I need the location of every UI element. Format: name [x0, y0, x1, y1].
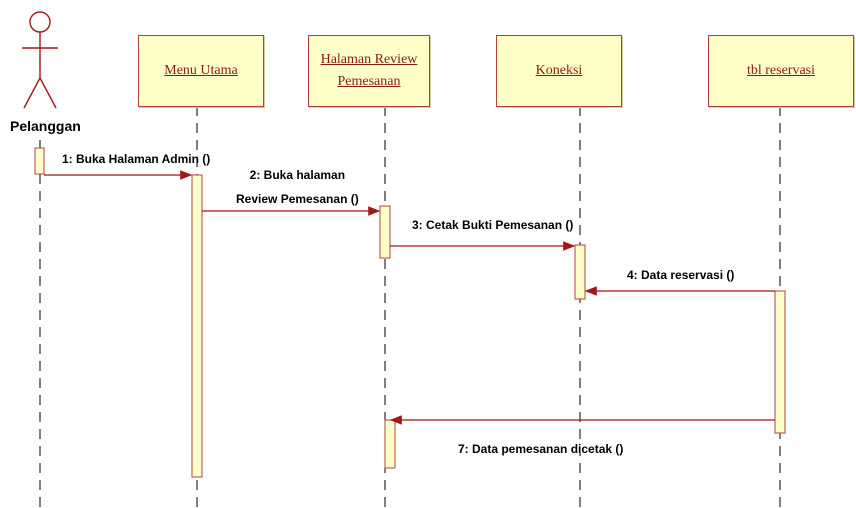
- lifeline-box-koneksi: Koneksi: [496, 35, 622, 107]
- activation-review-1: [379, 205, 391, 259]
- message-label-7: 7: Data pemesanan dicetak (): [458, 442, 624, 456]
- activation-koneksi: [574, 244, 586, 300]
- lifeline-box-halaman-review: Halaman Review Pemesanan: [308, 35, 430, 107]
- lifeline-label-halaman-review-line1: Halaman Review: [320, 52, 418, 67]
- activation-menu-utama: [191, 174, 203, 478]
- actor-label: Pelanggan: [10, 118, 81, 134]
- lifeline-label-koneksi: Koneksi: [535, 63, 583, 78]
- lifeline-label-tbl-reservasi: tbl reservasi: [746, 63, 816, 78]
- lifeline-label-menu-utama: Menu Utama: [164, 63, 238, 78]
- activation-tbl-reservasi: [774, 290, 786, 434]
- lifeline-box-tbl-reservasi: tbl reservasi: [708, 35, 854, 107]
- message-label-2-line2: Review Pemesanan (): [236, 192, 359, 206]
- message-label-2-line1: 2: Buka halaman: [249, 168, 346, 182]
- activation-review-2: [384, 419, 396, 469]
- actor-figure-icon: [22, 11, 58, 109]
- lifeline-box-menu-utama: Menu Utama: [138, 35, 264, 107]
- message-label-3: 3: Cetak Bukti Pemesanan (): [412, 218, 574, 232]
- activation-actor: [34, 147, 45, 175]
- message-label-1: 1: Buka Halaman Admin (): [62, 152, 211, 166]
- message-label-2: 2: Buka halaman Review Pemesanan (): [236, 166, 359, 208]
- message-label-4: 4: Data reservasi (): [627, 268, 735, 282]
- lifeline-label-halaman-review-line2: Pemesanan: [337, 74, 401, 89]
